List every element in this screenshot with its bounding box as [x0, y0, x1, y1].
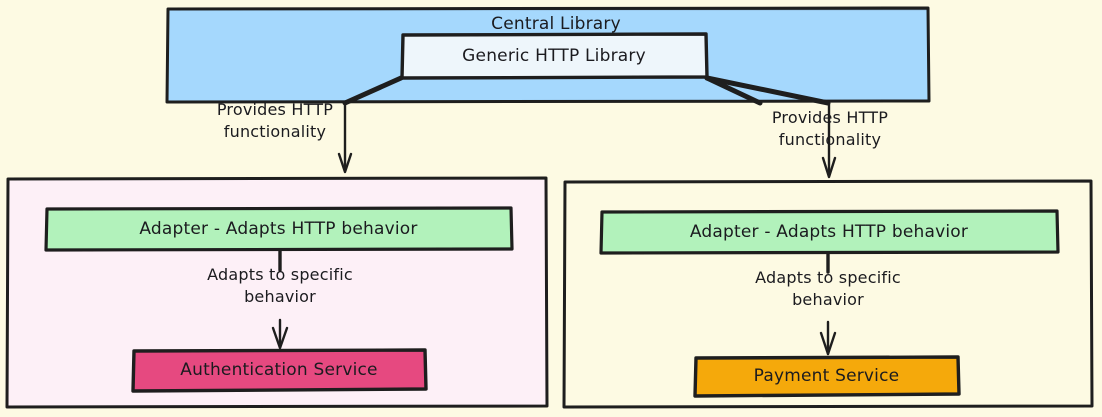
node-auth-adapter-hit[interactable]	[45, 207, 512, 251]
node-authentication-service-hit[interactable]	[132, 349, 426, 391]
edge-label-library-to-payment-adapter: Provides HTTP functionality	[771, 108, 889, 149]
node-payment-adapter-hit[interactable]	[600, 210, 1058, 254]
node-payment-service-hit[interactable]	[694, 356, 959, 396]
node-generic-http-library-hit[interactable]	[401, 33, 707, 79]
edge-label-library-to-auth-adapter: Provides HTTP functionality	[216, 100, 334, 141]
